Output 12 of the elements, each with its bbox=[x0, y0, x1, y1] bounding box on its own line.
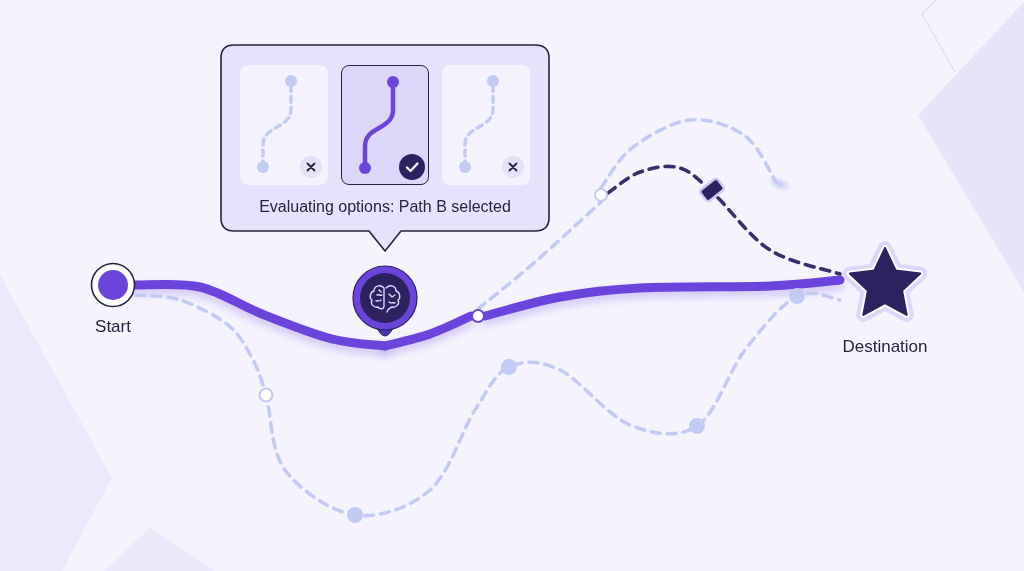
option-tile bbox=[240, 65, 328, 185]
dashed-route bbox=[134, 291, 842, 518]
node-label: Destination bbox=[842, 336, 928, 358]
dashed-route bbox=[606, 164, 842, 276]
waypoint-dot bbox=[594, 188, 608, 202]
option-tile bbox=[341, 65, 429, 185]
callout-bubble bbox=[220, 44, 550, 254]
node-label: Start bbox=[95, 316, 131, 338]
waypoint-dot bbox=[471, 309, 485, 323]
option-tile bbox=[442, 65, 530, 185]
dashed-route bbox=[476, 200, 603, 311]
callout-text: Evaluating options: Path B selected bbox=[259, 197, 511, 217]
